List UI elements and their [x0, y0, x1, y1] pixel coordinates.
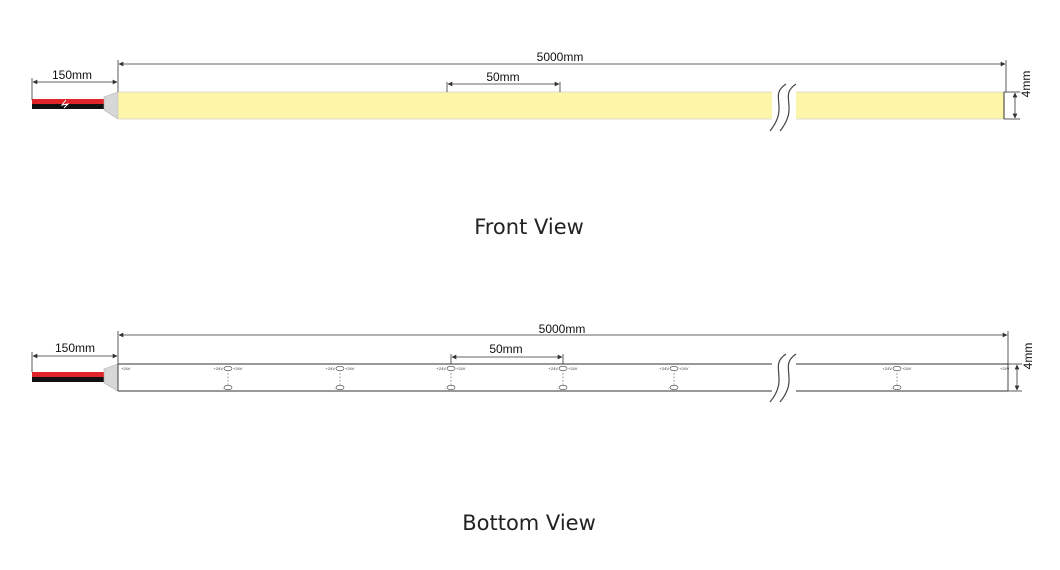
cut-point: +24V +24V -	[549, 365, 578, 390]
solder-pad	[669, 384, 679, 390]
bottom-segment-dimension: 50mm	[450, 342, 564, 364]
solder-pad	[558, 384, 568, 390]
bottom-view-title: Bottom View	[462, 511, 596, 535]
bottom-cut-points: +24V+24V-+24V+24V-+24V+24V-+24V+24V-+24V…	[214, 365, 912, 390]
bottom-segment-length-label: 50mm	[489, 342, 522, 356]
front-width-label: 4mm	[1019, 71, 1033, 98]
bottom-width-dimension: 4mm	[1008, 343, 1035, 392]
bottom-overall-length-label: 5000mm	[539, 322, 586, 336]
bottom-red-wire	[32, 372, 104, 377]
solder-pad	[223, 365, 233, 371]
pad-label-negative: -	[334, 385, 336, 390]
pad-label-positive: +24V	[549, 366, 559, 371]
pad-label-positive: +24V	[326, 366, 336, 371]
bottom-black-wire	[32, 377, 104, 382]
solder-pad	[335, 384, 345, 390]
front-segment-dimension: 50mm	[446, 70, 561, 92]
front-red-wire	[32, 99, 104, 104]
bottom-width-label: 4mm	[1021, 343, 1035, 370]
front-black-wire	[32, 104, 104, 109]
bottom-break-symbol	[769, 353, 797, 403]
front-view: 5000mm 150mm 50mm 4mm Front View	[31, 50, 1033, 239]
solder-pad	[446, 384, 456, 390]
bottom-connector	[103, 363, 119, 392]
bottom-lead-wires	[32, 363, 119, 392]
pad-label-positive: +24V	[679, 366, 689, 371]
pad-label-negative: -	[445, 385, 447, 390]
solder-pad	[892, 384, 902, 390]
pad-label-positive: +24V	[902, 366, 912, 371]
front-break-symbol	[769, 83, 797, 132]
front-lead-dimension: 150mm	[31, 68, 118, 100]
bottom-end-pad-label: +24V	[1000, 366, 1010, 371]
solder-pad	[558, 365, 568, 371]
pad-label-positive: +24V	[437, 366, 447, 371]
front-segment-length-label: 50mm	[486, 70, 519, 84]
pad-label-positive: +24V	[456, 366, 466, 371]
pad-label-positive: +24V	[883, 366, 893, 371]
solder-pad	[892, 365, 902, 371]
pad-label-negative: -	[557, 385, 559, 390]
pad-label-positive: +24V	[660, 366, 670, 371]
pad-label-negative: -	[222, 385, 224, 390]
front-connector	[103, 91, 119, 120]
front-strip-body	[117, 91, 1005, 120]
pad-label-positive: +24V	[214, 366, 224, 371]
bottom-start-pad-label: +24V	[121, 366, 131, 371]
front-wire-break-icon	[60, 99, 70, 109]
solder-pad	[223, 384, 233, 390]
front-overall-length-label: 5000mm	[537, 50, 584, 64]
bottom-lead-length-label: 150mm	[55, 341, 95, 355]
pad-label-positive: +24V	[568, 366, 578, 371]
bottom-lead-dimension: 150mm	[31, 341, 118, 372]
bottom-view: +24V+24V-+24V+24V-+24V+24V-+24V+24V-+24V…	[31, 322, 1035, 535]
bottom-overall-dimension: 5000mm	[117, 322, 1009, 364]
solder-pad	[446, 365, 456, 371]
pad-label-positive: +24V	[233, 366, 243, 371]
front-width-dimension: 4mm	[1004, 71, 1033, 120]
cut-point: +24V +24V -	[660, 365, 689, 390]
front-overall-dimension: 5000mm	[117, 50, 1007, 92]
front-lead-length-label: 150mm	[52, 68, 92, 82]
solder-pad	[669, 365, 679, 371]
pad-label-positive: +24V	[345, 366, 355, 371]
pad-label-negative: -	[668, 385, 670, 390]
front-view-title: Front View	[474, 215, 584, 239]
front-lead-wires	[32, 91, 119, 120]
pad-label-negative: -	[891, 385, 893, 390]
cut-point: +24V +24V -	[214, 365, 243, 390]
cut-point: +24V +24V -	[437, 365, 466, 390]
cut-point: +24V +24V -	[883, 365, 912, 390]
cut-point: +24V +24V -	[326, 365, 355, 390]
solder-pad	[335, 365, 345, 371]
